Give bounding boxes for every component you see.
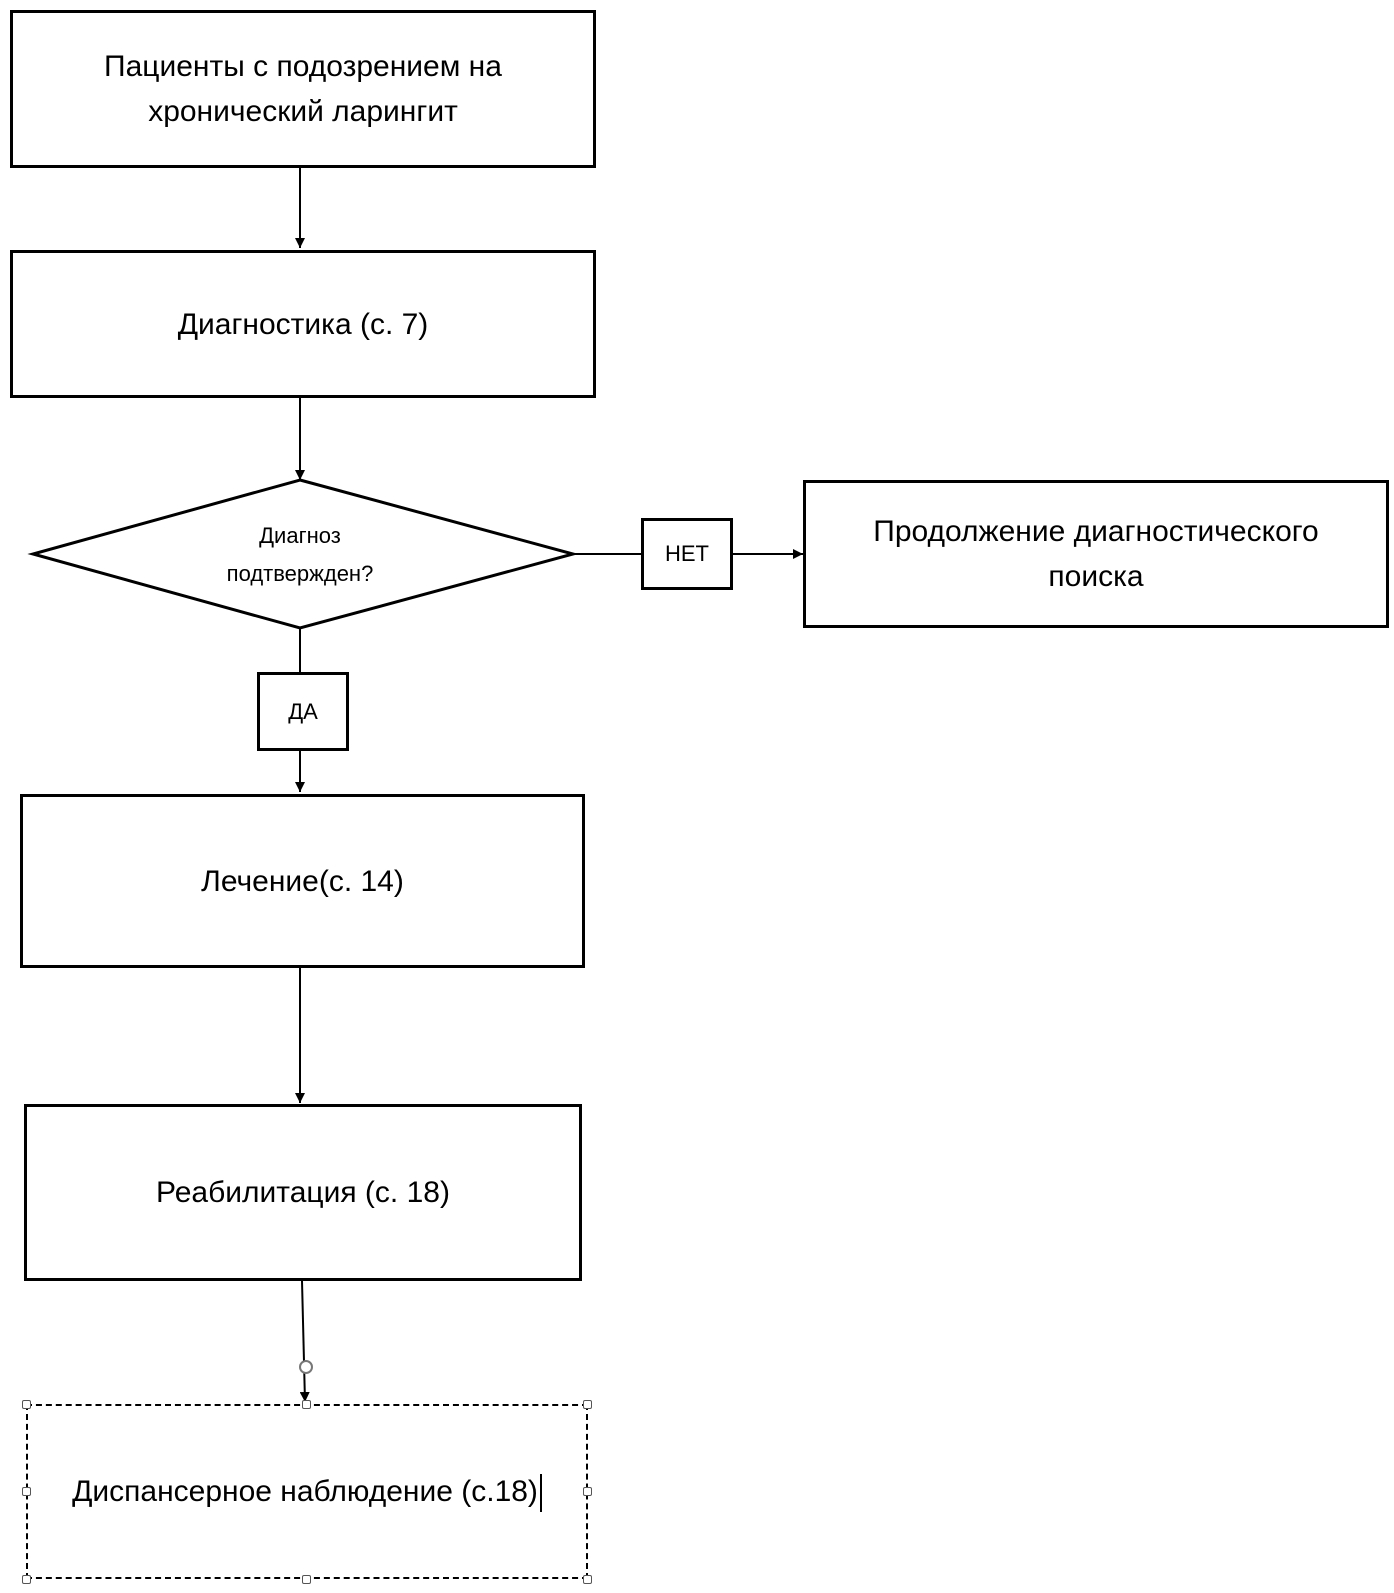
text-caret-icon	[539, 1474, 542, 1513]
node-treatment: Лечение(с. 14)	[20, 794, 585, 968]
node-rehabilitation-label: Реабилитация (с. 18)	[156, 1176, 450, 1209]
node-dispensary[interactable]: Диспансерное наблюдение (с.18)	[26, 1404, 588, 1579]
resize-handle-bottom-center-icon[interactable]	[302, 1575, 311, 1584]
resize-handle-top-left-icon[interactable]	[22, 1400, 31, 1409]
edge-label-yes: ДА	[257, 672, 349, 751]
node-treatment-label: Лечение(с. 14)	[201, 864, 404, 898]
node-decision-label: Диагноз подтвержден?	[226, 522, 374, 587]
resize-handle-middle-right-icon[interactable]	[583, 1487, 592, 1496]
resize-handle-middle-left-icon[interactable]	[22, 1487, 31, 1496]
node-continue-search: Продолжение диагностического поиска	[803, 480, 1389, 628]
rotate-handle-icon[interactable]	[299, 1360, 313, 1374]
resize-handle-top-center-icon[interactable]	[302, 1400, 311, 1409]
resize-handle-top-right-icon[interactable]	[583, 1400, 592, 1409]
node-continue-search-label: Продолжение диагностического поиска	[873, 515, 1319, 593]
node-dispensary-text[interactable]: Диспансерное наблюдение (с.18)	[72, 1475, 538, 1508]
node-diagnostics: Диагностика (с. 7)	[10, 250, 596, 398]
node-start: Пациенты с подозрением на хронический ла…	[10, 10, 596, 168]
edge-label-no: НЕТ	[641, 518, 733, 590]
node-decision-label-wrap: Диагноз подтвержден?	[180, 510, 420, 600]
edge-rehabilitation-to-dispensary	[299, 1280, 310, 1403]
node-rehabilitation: Реабилитация (с. 18)	[24, 1104, 582, 1281]
node-dispensary-label[interactable]: Диспансерное наблюдение (с.18)	[72, 1469, 542, 1514]
edge-label-yes-text: ДА	[288, 698, 318, 724]
node-diagnostics-label: Диагностика (с. 7)	[177, 307, 429, 341]
resize-handle-bottom-right-icon[interactable]	[583, 1575, 592, 1584]
edge-label-no-text: НЕТ	[665, 541, 709, 566]
resize-handle-bottom-left-icon[interactable]	[22, 1575, 31, 1584]
node-start-label: Пациенты с подозрением на хронический ла…	[104, 50, 502, 128]
